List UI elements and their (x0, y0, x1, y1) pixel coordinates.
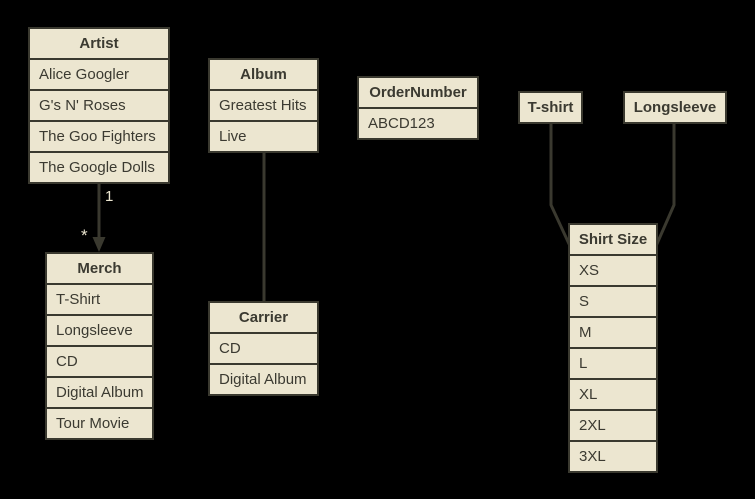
arrow-down-marker (92, 237, 106, 252)
table-shirt-size-header: Shirt Size (570, 225, 656, 254)
table-row: Longsleeve (47, 316, 152, 345)
table-row: The Google Dolls (30, 153, 168, 182)
table-row: CD (47, 347, 152, 376)
connector-longsleeve-shirtsize (654, 123, 676, 247)
table-row: Digital Album (210, 365, 317, 394)
table-row: S (570, 287, 656, 316)
table-row: L (570, 349, 656, 378)
table-artist: Artist Alice Googler G's N' Roses The Go… (28, 27, 170, 184)
node-longsleeve: Longsleeve (623, 91, 727, 124)
table-row: G's N' Roses (30, 91, 168, 120)
table-carrier-header: Carrier (210, 303, 317, 332)
table-artist-header: Artist (30, 29, 168, 58)
table-row: Alice Googler (30, 60, 168, 89)
table-row: 3XL (570, 442, 656, 471)
node-longsleeve-header: Longsleeve (625, 93, 725, 122)
table-row: T-Shirt (47, 285, 152, 314)
table-merch: Merch T-Shirt Longsleeve CD Digital Albu… (45, 252, 154, 440)
connector-artist-merch (92, 184, 106, 252)
node-tshirt: T-shirt (518, 91, 583, 124)
connector-tshirt-shirtsize (549, 123, 572, 247)
table-row: CD (210, 334, 317, 363)
cardinality-one-label: 1 (105, 188, 114, 205)
cardinality-many-label: * (81, 226, 88, 245)
table-shirt-size: Shirt Size XS S M L XL 2XL 3XL (568, 223, 658, 473)
table-row: Live (210, 122, 317, 151)
table-merch-header: Merch (47, 254, 152, 283)
table-row: M (570, 318, 656, 347)
table-row: ABCD123 (359, 109, 477, 138)
table-row: XL (570, 380, 656, 409)
table-order-number-header: OrderNumber (359, 78, 477, 107)
table-row: 2XL (570, 411, 656, 440)
table-album: Album Greatest Hits Live (208, 58, 319, 153)
table-row: Digital Album (47, 378, 152, 407)
node-tshirt-header: T-shirt (520, 93, 581, 122)
table-row: The Goo Fighters (30, 122, 168, 151)
table-album-header: Album (210, 60, 317, 89)
table-row: Tour Movie (47, 409, 152, 438)
table-row: Greatest Hits (210, 91, 317, 120)
table-order-number: OrderNumber ABCD123 (357, 76, 479, 140)
table-row: XS (570, 256, 656, 285)
table-carrier: Carrier CD Digital Album (208, 301, 319, 396)
